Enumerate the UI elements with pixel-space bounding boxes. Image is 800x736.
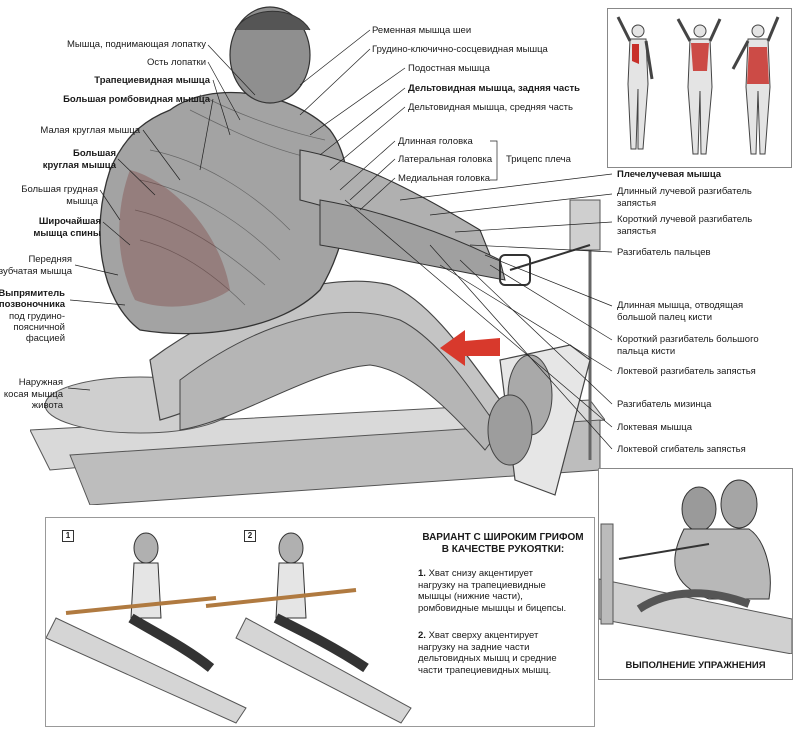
label-pectoralis-major-2: мышца [66, 196, 98, 207]
label-sternocleidomastoid: Грудино-ключично-сосцевидная мышца [372, 44, 548, 55]
variant-point-2-line-3: дельтовидных мышц и средние [418, 653, 557, 664]
label-fcu: Локтевой сгибатель запястья [617, 444, 746, 455]
label-oblique-1: Наружная [18, 377, 63, 388]
variant-title-line-2: В КАЧЕСТВЕ РУКОЯТКИ: [441, 544, 565, 555]
muscle-highlight-panel [607, 8, 792, 168]
label-ecrl-2: запястья [617, 198, 657, 209]
label-triceps: Трицепс плеча [506, 154, 571, 165]
label-posterior-deltoid: Дельтовидная мышца, задняя часть [408, 83, 580, 94]
label-apl-1: Длинная мышца, отводящая [617, 300, 744, 311]
label-pectoralis-major-1: Большая грудная [21, 184, 98, 195]
label-serratus-2: зубчатая мышца [0, 266, 72, 277]
label-erector-4: поясничной [13, 322, 65, 333]
label-triceps-lateral-head: Латеральная головка [398, 154, 493, 165]
label-ecrb-2: запястья [617, 226, 657, 237]
label-teres-major-1: Большая [72, 148, 116, 159]
label-erector-1: Выпрямитель [0, 288, 65, 299]
label-anconeus: Локтевая мышца [617, 422, 693, 433]
label-epb-1: Короткий разгибатель большого [617, 334, 759, 345]
variant-title: ВАРИАНТ С ШИРОКИМ ГРИФОМ В КАЧЕСТВЕ РУКО… [418, 532, 588, 556]
variant-point-1-line-1: Хват снизу акцентирует [428, 568, 533, 579]
label-triceps-long-head: Длинная головка [398, 136, 473, 147]
label-ecu: Локтевой разгибатель запястья [617, 366, 756, 377]
execution-panel [598, 468, 793, 680]
label-triceps-medial-head: Медиальная головка [398, 173, 490, 184]
label-rhomboid-major: Большая ромбовидная мышца [63, 94, 210, 105]
label-extensor-digitorum: Разгибатель пальцев [617, 247, 711, 258]
label-apl-2: большой палец кисти [617, 312, 713, 323]
label-latissimus-1: Широчайшая [38, 216, 101, 227]
label-erector-2: позвоночника [0, 299, 65, 310]
label-oblique-2: косая мышца [3, 389, 63, 400]
variant-point-1-line-3: мышцы (нижние части), [418, 591, 523, 602]
variant-point-2-line-4: части трапециевидных мышц. [418, 664, 552, 676]
label-erector-3: под грудино- [8, 311, 65, 322]
label-levator-scapulae: Мышца, поднимающая лопатку [66, 39, 206, 50]
variant-point-1-num: 1. [418, 568, 426, 579]
variant-point-2-num: 2. [418, 630, 426, 641]
label-trapezius: Трапециевидная мышца [94, 75, 210, 86]
label-erector-5: фасцией [25, 333, 65, 344]
execution-title: ВЫПОЛНЕНИЕ УПРАЖНЕНИЯ [625, 660, 766, 671]
label-oblique-3: живота [31, 400, 63, 411]
label-brachioradialis: Плечелучевая мышца [617, 169, 722, 180]
variant-point-1: 1. Хват снизу акцентирует нагрузку на тр… [418, 568, 590, 614]
label-teres-major-2: круглая мышца [42, 160, 116, 171]
label-scapular-spine: Ость лопатки [146, 57, 206, 68]
label-teres-minor: Малая круглая мышца [40, 125, 140, 136]
variant-point-1-line-4: ромбовидные мышцы и бицепсы. [418, 602, 567, 614]
label-infraspinatus: Подостная мышца [408, 63, 490, 74]
variant-panel: 1 2 [45, 517, 595, 727]
label-extensor-digiti-minimi: Разгибатель мизинца [617, 399, 712, 410]
variant-title-line-1: ВАРИАНТ С ШИРОКИМ ГРИФОМ [422, 532, 584, 543]
variant-point-2-line-2: нагрузку на задние части [418, 641, 530, 653]
label-splenius: Ременная мышца шеи [372, 25, 472, 36]
variant-point-1-line-2: нагрузку на трапециевидные [418, 579, 546, 591]
variant-illustrations [45, 532, 412, 724]
label-middle-deltoid: Дельтовидная мышца, средняя часть [408, 102, 573, 113]
variant-1-number: 1 [62, 530, 74, 542]
execution-illustration [598, 479, 793, 655]
standing-figures-illustration [616, 16, 780, 155]
label-ecrb-1: Короткий лучевой разгибатель [617, 214, 753, 225]
label-epb-2: пальца кисти [617, 346, 676, 357]
label-ecrl-1: Длинный лучевой разгибатель [617, 186, 752, 197]
variant-2-number: 2 [244, 530, 256, 542]
variant-point-2-line-1: Хват сверху акцентирует [428, 630, 539, 641]
label-latissimus-2: мышца спины [33, 228, 101, 239]
variant-point-2: 2. Хват сверху акцентирует нагрузку на з… [418, 630, 590, 676]
label-serratus-1: Передняя [28, 254, 72, 265]
